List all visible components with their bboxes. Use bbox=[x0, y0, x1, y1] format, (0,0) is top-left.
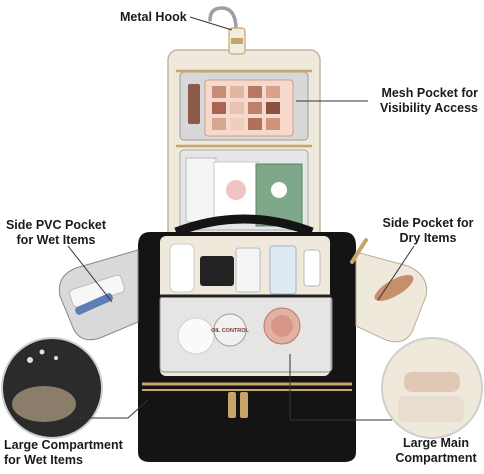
callout-side-pvc-pocket-line-1: Side PVC Pocket bbox=[5, 218, 107, 232]
callout-large-main-compartment: Large Main Compartment bbox=[390, 436, 482, 466]
oil-control-tag: OIL CONTROL bbox=[211, 328, 249, 334]
callout-large-compartment-wet-line-1: Large Compartment bbox=[4, 438, 123, 452]
callout-mesh-pocket-line-2: Visibility Access bbox=[380, 101, 478, 115]
leader-lines bbox=[64, 16, 415, 421]
oil-control-tin bbox=[213, 313, 247, 347]
cotton-pad bbox=[177, 317, 215, 355]
callout-side-pvc-pocket: Side PVC Pocket for Wet Items bbox=[4, 218, 108, 248]
metal-hook bbox=[208, 6, 238, 54]
makeup-brushes bbox=[374, 275, 414, 301]
callout-large-main-compartment-line-1: Large Main bbox=[403, 436, 469, 450]
callout-side-pocket-dry: Side Pocket for Dry Items bbox=[376, 216, 480, 246]
callout-metal-hook: Metal Hook bbox=[120, 10, 187, 25]
eyeshadow-palette bbox=[204, 79, 294, 137]
zipper-pull-right bbox=[240, 392, 248, 418]
callout-large-compartment-wet: Large Compartment for Wet Items bbox=[4, 438, 123, 468]
callout-side-pocket-dry-line-1: Side Pocket for bbox=[382, 216, 474, 230]
zipper-pull-left bbox=[228, 392, 236, 418]
callout-large-main-compartment-line-2: Compartment bbox=[395, 451, 477, 465]
callout-mesh-pocket-line-1: Mesh Pocket for bbox=[381, 86, 478, 100]
callout-side-pocket-dry-line-2: Dry Items bbox=[399, 231, 457, 245]
callout-metal-hook-text: Metal Hook bbox=[120, 10, 187, 24]
callout-mesh-pocket: Mesh Pocket for Visibility Access bbox=[368, 86, 478, 116]
callout-side-pvc-pocket-line-2: for Wet Items bbox=[16, 233, 96, 247]
top-handle bbox=[174, 214, 314, 237]
callout-large-compartment-wet-line-2: for Wet Items bbox=[4, 453, 83, 467]
